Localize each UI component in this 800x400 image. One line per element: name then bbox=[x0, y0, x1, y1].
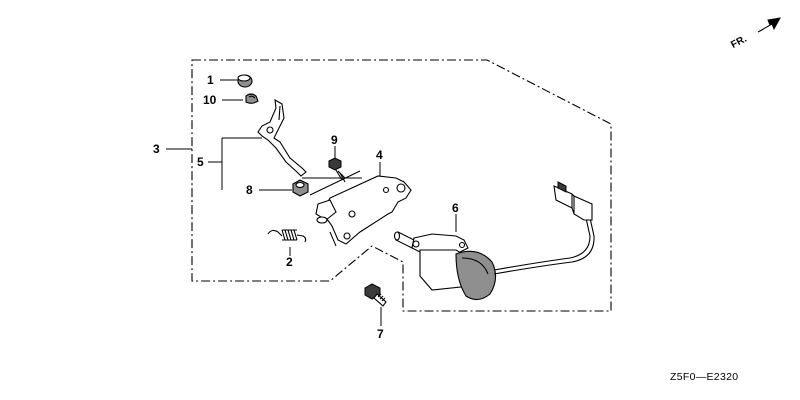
part-screw bbox=[328, 157, 346, 183]
part-spring bbox=[267, 229, 307, 243]
callout-8: 8 bbox=[246, 183, 253, 197]
wire-harness bbox=[493, 181, 595, 275]
callout-2: 2 bbox=[286, 255, 293, 269]
front-direction-indicator: FR. bbox=[729, 17, 781, 51]
part-solenoid bbox=[393, 231, 497, 301]
callout-10: 10 bbox=[203, 93, 217, 107]
callout-4: 4 bbox=[376, 148, 383, 162]
part-lever bbox=[257, 98, 307, 177]
part-clip bbox=[245, 93, 259, 104]
callout-3: 3 bbox=[153, 142, 160, 156]
callout-9: 9 bbox=[331, 133, 338, 147]
callout-1: 1 bbox=[207, 73, 214, 87]
callouts: 1 10 3 5 8 9 4 2 6 7 bbox=[153, 73, 459, 341]
part-bolt bbox=[364, 283, 387, 307]
part-nut bbox=[292, 179, 309, 197]
front-arrow-icon bbox=[757, 17, 781, 33]
part-cap bbox=[237, 74, 253, 88]
callout-6: 6 bbox=[452, 201, 459, 215]
drawing-code: Z5F0—E2320 bbox=[670, 371, 738, 383]
callout-7: 7 bbox=[377, 327, 384, 341]
part-bracket-plate bbox=[315, 175, 412, 245]
direction-label: FR. bbox=[729, 33, 749, 50]
leader-lines bbox=[166, 79, 457, 326]
callout-5: 5 bbox=[197, 155, 204, 169]
assembly-boundary bbox=[191, 59, 612, 312]
